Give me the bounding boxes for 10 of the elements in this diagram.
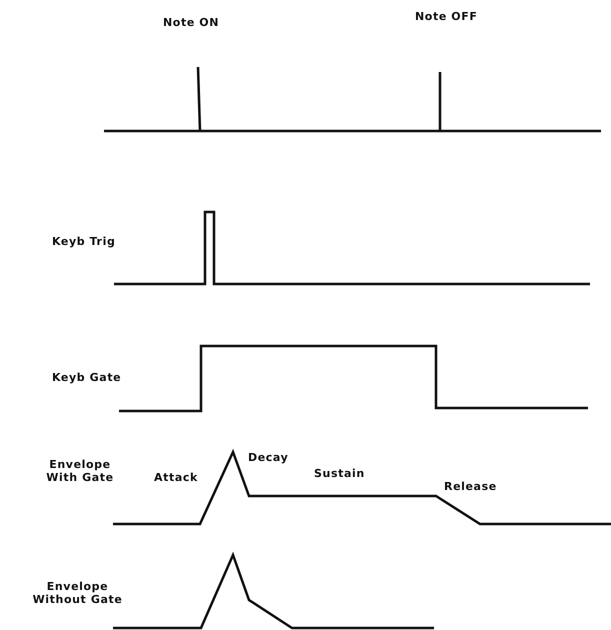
signal-label: Envelope Without Gate [32, 580, 124, 606]
signal-label: Keyb Trig [52, 235, 116, 248]
phase-label: Decay [248, 451, 288, 464]
event-label: Note ON [163, 16, 220, 29]
phase-label: Release [444, 480, 497, 493]
signal-label: Envelope With Gate [45, 458, 115, 484]
phase-label: Sustain [314, 467, 365, 480]
signal-label: Keyb Gate [52, 371, 122, 384]
phase-label: Attack [154, 471, 198, 484]
event-label: Note OFF [415, 10, 478, 23]
